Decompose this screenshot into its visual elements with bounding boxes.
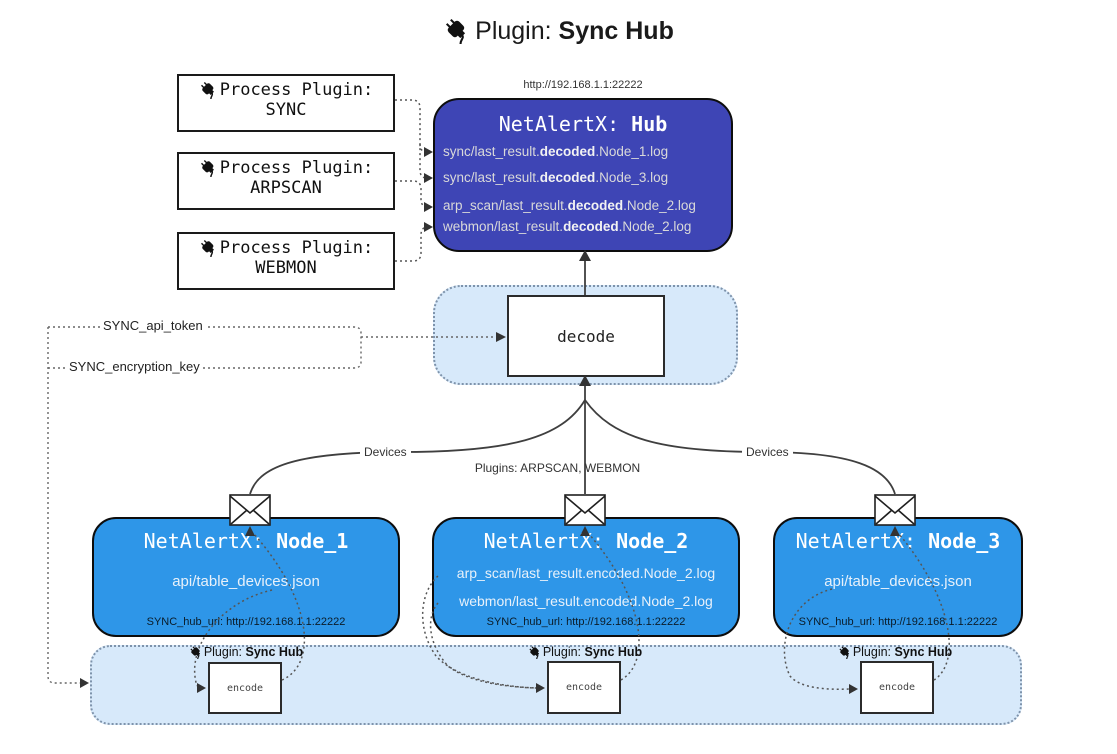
process-plugin-box-arpscan: Process Plugin: ARPSCAN <box>177 152 395 210</box>
config-label-api-token: SYNC_api_token <box>100 318 206 333</box>
encode-box: encode <box>547 661 621 714</box>
page-title: Plugin: Sync Hub <box>0 16 1117 46</box>
edge-node3-devices <box>584 399 896 495</box>
hub-log-line: arp_scan/last_result.decoded.Node_2.log <box>443 198 696 213</box>
encode-box: encode <box>208 662 282 714</box>
plug-icon <box>529 646 539 660</box>
plug-icon <box>200 239 214 258</box>
process-plugin-name: ARPSCAN <box>250 178 322 198</box>
edge-label-devices-left: Devices <box>360 445 411 459</box>
edge-sync-to-hub <box>395 99 428 179</box>
plug-icon <box>446 18 466 45</box>
encode-box: encode <box>860 661 934 714</box>
edge-label-devices-right: Devices <box>742 445 793 459</box>
node-log-line: arp_scan/last_result.encoded.Node_2.log <box>456 565 716 581</box>
hub-log-line: sync/last_result.decoded.Node_1.log <box>443 144 669 159</box>
hub-url: http://192.168.1.1:22222 <box>523 79 643 91</box>
node-hub-url: SYNC_hub_url: http://192.168.1.1:22222 <box>146 616 346 628</box>
edge-webmon-to-hub <box>395 226 429 262</box>
node-title: NetAlertX: Node_2 <box>483 529 689 553</box>
process-plugin-name: WEBMON <box>255 258 317 278</box>
hub-box: NetAlertX: Hub sync/last_result.decoded.… <box>433 98 733 252</box>
encoder-label: Plugin: Sync Hub <box>815 645 975 660</box>
edge-node1-devices <box>249 399 586 495</box>
hub-title: NetAlertX: Hub <box>498 112 668 136</box>
process-plugin-label: Process Plugin: <box>219 238 374 258</box>
node-box-node-2: NetAlertX: Node_2 arp_scan/last_result.e… <box>432 517 740 637</box>
node-title: NetAlertX: Node_1 <box>143 529 349 553</box>
process-plugin-box-sync: Process Plugin: SYNC <box>177 74 395 132</box>
node-hub-url: SYNC_hub_url: http://192.168.1.1:22222 <box>486 616 686 628</box>
decode-box: decode <box>507 295 665 377</box>
process-plugin-box-webmon: Process Plugin: WEBMON <box>177 232 395 290</box>
title-name: Sync Hub <box>558 17 674 45</box>
process-plugin-label: Process Plugin: <box>219 158 374 178</box>
encoder-label: Plugin: Sync Hub <box>505 645 665 660</box>
edge-sync-to-hub-branch <box>419 143 428 153</box>
node-title: NetAlertX: Node_3 <box>795 529 1001 553</box>
encoder-label: Plugin: Sync Hub <box>166 645 326 660</box>
edge-arpscan-to-hub <box>395 180 429 208</box>
process-plugin-label: Process Plugin: <box>219 80 374 100</box>
config-label-encryption-key: SYNC_encryption_key <box>66 359 203 374</box>
process-plugin-name: SYNC <box>265 100 307 120</box>
plug-icon <box>839 646 849 660</box>
node-log-line: webmon/last_result.encoded.Node_2.log <box>459 593 713 609</box>
plug-icon <box>190 646 200 660</box>
node-box-node-1: NetAlertX: Node_1 api/table_devices.json… <box>92 517 400 637</box>
edge-label-plugins: Plugins: ARPSCAN, WEBMON <box>474 461 641 475</box>
hub-log-line: webmon/last_result.decoded.Node_2.log <box>443 219 692 234</box>
plug-icon <box>200 159 214 178</box>
node-log-line: api/table_devices.json <box>824 573 972 590</box>
plug-icon <box>200 81 214 100</box>
node-hub-url: SYNC_hub_url: http://192.168.1.1:22222 <box>798 616 998 628</box>
hub-log-line: sync/last_result.decoded.Node_3.log <box>443 170 669 185</box>
edge-config-to-encoders <box>47 327 81 684</box>
title-label: Plugin: <box>475 17 552 45</box>
node-log-line: api/table_devices.json <box>172 573 320 590</box>
node-box-node-3: NetAlertX: Node_3 api/table_devices.json… <box>773 517 1023 637</box>
